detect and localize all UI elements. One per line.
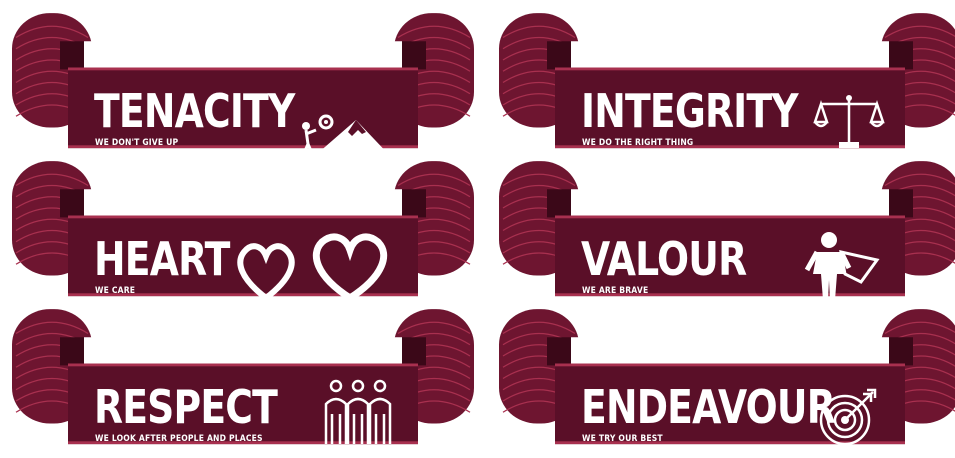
valour-banner: VALOUR WE ARE BRAVE <box>495 148 955 300</box>
endeavour-title: ENDEAVOUR <box>581 380 836 434</box>
valour-title: VALOUR <box>581 232 747 286</box>
heart-subtitle: WE CARE <box>95 286 136 296</box>
target-icon <box>819 388 877 446</box>
hearts-icon <box>237 233 388 302</box>
values-column-right: INTEGRITY WE DO THE RIGHT THING VALOUR W… <box>495 0 955 458</box>
respect-banner: RESPECT WE LOOK AFTER PEOPLE AND PLACES <box>8 296 478 446</box>
values-column-left: TENACITY WE DON'T GIVE UP HEART WE CARE … <box>8 0 478 458</box>
integrity-title: INTEGRITY <box>581 84 799 138</box>
tenacity-title: TENACITY <box>94 84 295 138</box>
integrity-subtitle: WE DO THE RIGHT THING <box>582 138 694 148</box>
scales-icon <box>813 95 885 148</box>
heart-title: HEART <box>94 232 230 286</box>
climber-mountain-icon <box>300 114 394 160</box>
integrity-banner: INTEGRITY WE DO THE RIGHT THING <box>495 0 955 150</box>
tenacity-banner: TENACITY WE DON'T GIVE UP <box>8 0 478 160</box>
heart-banner: HEART WE CARE <box>8 148 478 302</box>
valour-subtitle: WE ARE BRAVE <box>582 286 649 296</box>
respect-title: RESPECT <box>94 380 278 434</box>
tenacity-subtitle: WE DON'T GIVE UP <box>95 138 179 148</box>
endeavour-subtitle: WE TRY OUR BEST <box>582 434 663 444</box>
endeavour-banner: ENDEAVOUR WE TRY OUR BEST <box>495 296 955 446</box>
superhero-icon <box>804 232 880 300</box>
people-group-icon <box>324 379 392 444</box>
respect-subtitle: WE LOOK AFTER PEOPLE AND PLACES <box>95 434 263 444</box>
